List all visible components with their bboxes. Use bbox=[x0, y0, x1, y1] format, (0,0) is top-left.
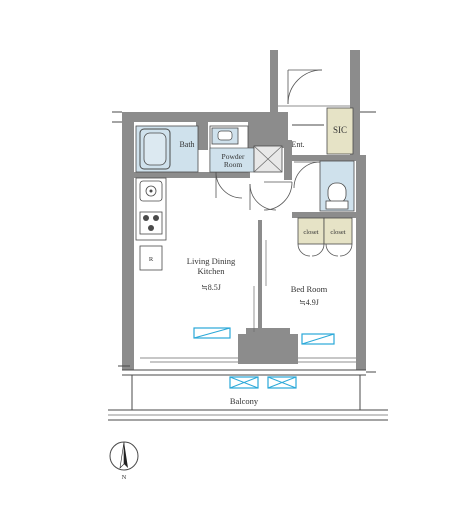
refrigerator bbox=[139, 245, 163, 271]
bath-room: Bath bbox=[135, 125, 199, 173]
bath-label: Bath bbox=[179, 140, 194, 149]
wall-toilet-top bbox=[292, 155, 356, 161]
wall-bottom-column-top bbox=[246, 328, 290, 336]
wall-top-left bbox=[122, 112, 270, 122]
walls bbox=[122, 50, 366, 370]
entrance: Ent. bbox=[249, 69, 350, 211]
ldk-label-2: Kitchen bbox=[198, 266, 226, 276]
wall-right bbox=[356, 155, 366, 370]
wall-left bbox=[122, 112, 134, 370]
compass-north-label: N bbox=[122, 474, 127, 481]
powder-label-1: Powder bbox=[222, 152, 245, 161]
balcony-window-markers bbox=[229, 376, 297, 389]
wall-bath-powder bbox=[196, 122, 208, 150]
powder-floor bbox=[209, 147, 255, 173]
powder-room: Powder Room bbox=[209, 125, 283, 199]
balcony-label: Balcony bbox=[230, 396, 259, 406]
bedroom-area: ≒4.9J bbox=[299, 298, 319, 307]
north-arrow-icon bbox=[124, 442, 128, 468]
living-dining-kitchen: Living Dining Kitchen ≒8.5J bbox=[187, 256, 236, 339]
powder-label-2: Room bbox=[224, 160, 243, 169]
refrigerator-label: R bbox=[149, 256, 154, 263]
closets: closet closet bbox=[297, 217, 353, 257]
bedroom-floor-marker bbox=[301, 333, 335, 345]
partition-ldk-bedroom bbox=[258, 220, 262, 332]
ldk-area: ≒8.5J bbox=[201, 283, 221, 292]
wall-closet-top bbox=[292, 212, 356, 218]
sic-label: SIC bbox=[333, 125, 347, 135]
wall-bath-bottom bbox=[134, 172, 250, 178]
compass: N bbox=[109, 441, 139, 481]
closet-right bbox=[323, 217, 353, 245]
wall-corridor-left bbox=[270, 50, 278, 116]
toilet bbox=[293, 160, 355, 212]
window-marker bbox=[229, 376, 259, 389]
outline bbox=[112, 111, 376, 373]
sic: SIC bbox=[326, 107, 354, 155]
closet-left-label: closet bbox=[303, 229, 318, 236]
ldk-floor-marker bbox=[193, 327, 231, 339]
bedroom: Bed Room ≒4.9J bbox=[253, 240, 335, 345]
balcony: Balcony bbox=[108, 357, 388, 421]
sic-area bbox=[326, 107, 354, 155]
wall-corridor-right bbox=[350, 50, 360, 160]
entrance-label: Ent. bbox=[291, 140, 304, 149]
wall-bottom-column bbox=[238, 334, 298, 364]
closet-right-label: closet bbox=[330, 229, 345, 236]
bedroom-label: Bed Room bbox=[291, 284, 328, 294]
wall-entrance-left bbox=[284, 140, 292, 180]
window-marker bbox=[267, 376, 297, 389]
toilet-bowl bbox=[327, 182, 347, 204]
wall-top-mid bbox=[248, 112, 288, 148]
kitchen: R bbox=[135, 177, 167, 271]
ldk-label-1: Living Dining bbox=[187, 256, 236, 266]
